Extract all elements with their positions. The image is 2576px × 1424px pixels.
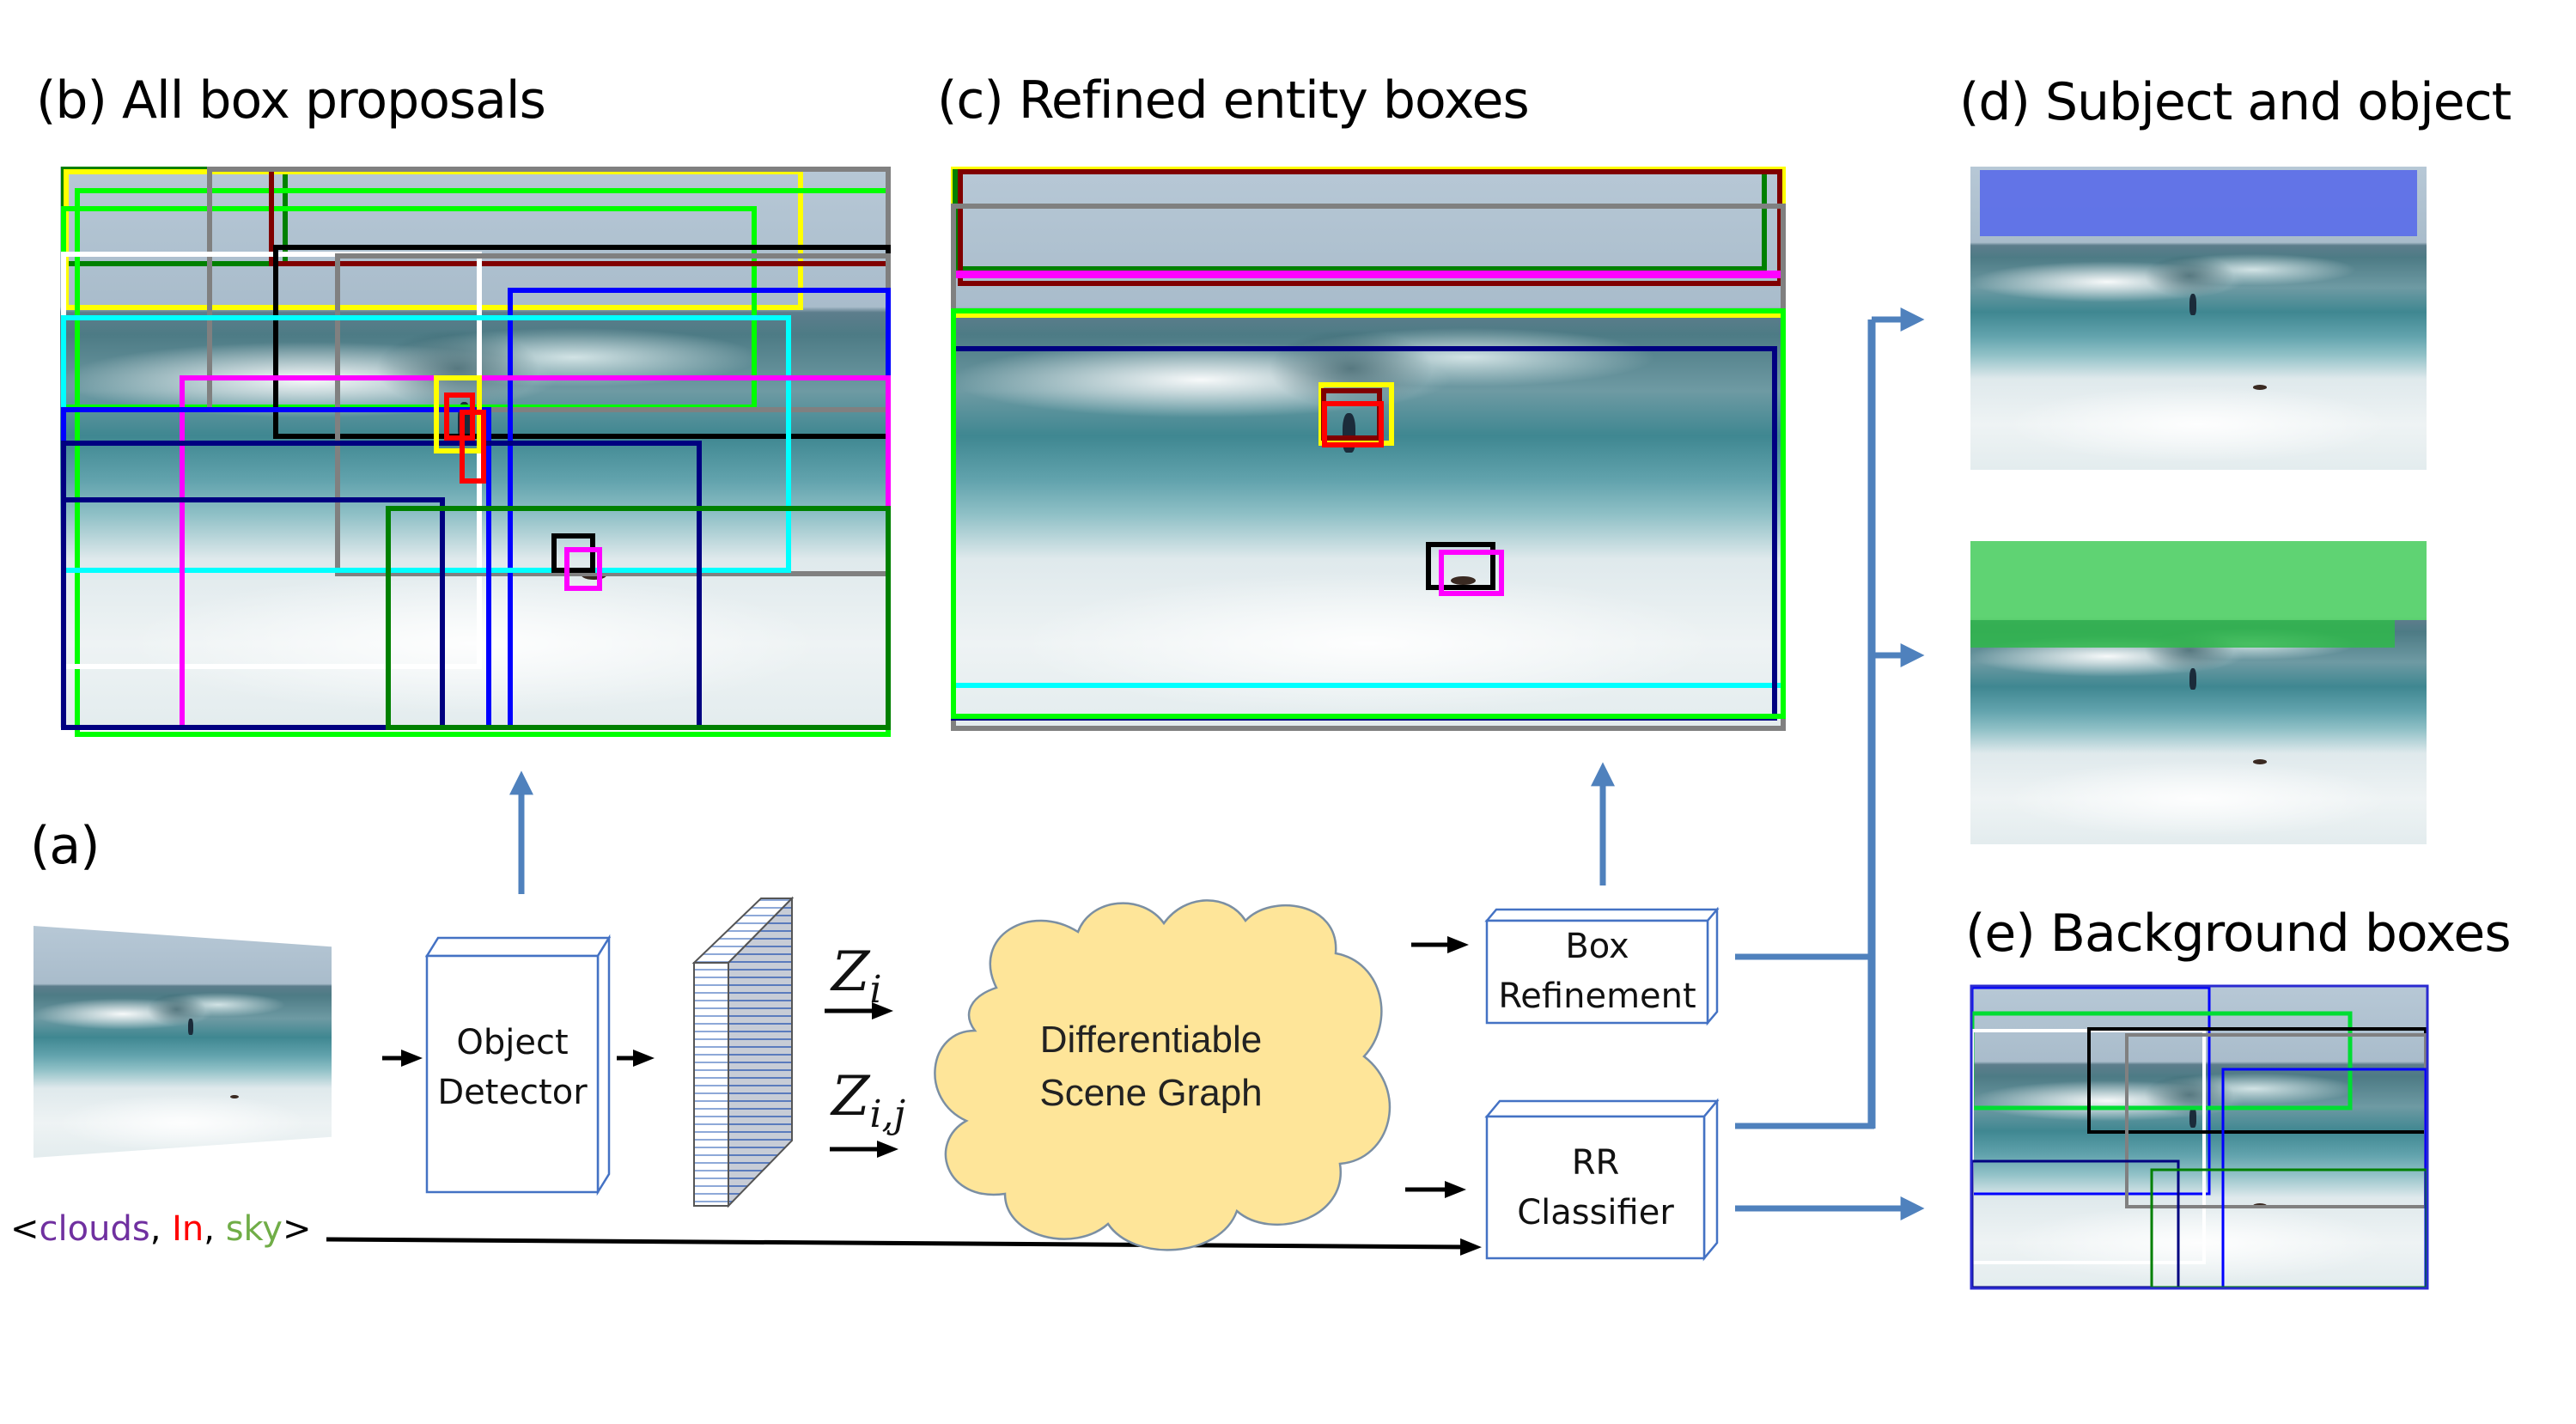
object-detector-label: Object Detector [427, 1018, 598, 1117]
proposal-box [386, 506, 891, 730]
swimmer [2253, 759, 2268, 764]
feature-stack [691, 896, 795, 1208]
background-box [2150, 1168, 2428, 1289]
proposal-box [180, 375, 891, 730]
subject-mask-clouds [1979, 169, 2418, 237]
black-arrows [326, 936, 1482, 1256]
panel-e-background-boxes [1970, 984, 2429, 1290]
scene-graph-label: Differentiable Scene Graph [988, 1013, 1314, 1120]
object-detector-line1: Object [456, 1023, 569, 1062]
panel-d-subject-image [1970, 167, 2427, 470]
scene-graph-line1: Differentiable [1039, 1019, 1263, 1061]
background-box [2221, 1068, 2427, 1289]
background-box [1970, 1159, 2180, 1289]
triple-subject: clouds [39, 1209, 150, 1249]
input-image [33, 926, 332, 1158]
scene-graph-cloud [934, 899, 1392, 1251]
panel-d-object-image [1970, 541, 2427, 844]
swimmer [230, 1095, 240, 1099]
background-box [2087, 1027, 2427, 1134]
refined-box [1439, 550, 1504, 596]
refined-box [951, 308, 1786, 688]
panel-c-title: (c) Refined entity boxes [937, 70, 1530, 131]
object-detector-line2: Detector [437, 1073, 588, 1112]
triple-sep1: , [149, 1209, 173, 1249]
triple-predicate: In [172, 1209, 204, 1249]
z-edge-symbol: Z [831, 1065, 870, 1129]
refined-box [1426, 542, 1495, 590]
z-edge-subscript: i,j [869, 1092, 906, 1136]
rr-classifier-label: RR Classifier [1487, 1138, 1704, 1238]
box-refinement-line1: Box [1565, 927, 1629, 966]
panel-b-title: (b) All box proposals [36, 70, 546, 131]
refined-box [1322, 401, 1384, 447]
triple-sep2: , [204, 1209, 226, 1249]
flow-arrows [509, 307, 1925, 1220]
triple-close: > [282, 1209, 312, 1249]
refined-box [953, 169, 1767, 271]
panel-c-refined-boxes [951, 167, 1786, 731]
refined-box [1321, 388, 1382, 441]
panel-a-label: (a) [30, 816, 100, 876]
triple-open: < [10, 1209, 40, 1249]
surfer [2189, 668, 2197, 690]
object-mask-sky [1970, 541, 2427, 620]
panel-b-proposals [61, 167, 891, 737]
z-node-label: Zi [831, 940, 882, 1012]
object-mask-sky-lower [1970, 619, 2395, 648]
box-refinement-block [1484, 906, 1720, 1026]
panel-d-title: (d) Subject and object [1959, 72, 2512, 132]
proposal-box [61, 441, 702, 730]
z-node-subscript: i [869, 968, 882, 1012]
triple-object: sky [225, 1209, 283, 1249]
scene-graph-line2: Scene Graph [1039, 1072, 1263, 1114]
query-triple: <clouds, In, sky> [10, 1209, 311, 1249]
proposal-box [551, 533, 595, 573]
surfer [188, 1019, 193, 1035]
rr-classifier-line1: RR [1571, 1143, 1620, 1183]
refined-box [958, 169, 1782, 286]
refined-box [951, 271, 1786, 278]
proposal-box [335, 253, 891, 576]
panel-b-image [60, 167, 888, 727]
surfer [2189, 294, 2197, 315]
z-node-symbol: Z [831, 940, 870, 1004]
object-detector-block [424, 934, 612, 1196]
triple-to-classifier-line [326, 1237, 1482, 1256]
rr-classifier-line2: Classifier [1517, 1193, 1674, 1232]
background-box [1970, 984, 2429, 1290]
proposal-box [61, 167, 288, 266]
z-edge-label: Zi,j [831, 1065, 905, 1136]
proposal-box [564, 547, 602, 591]
refined-box [951, 167, 1786, 318]
background-box [2125, 1033, 2427, 1208]
swimmer [2253, 385, 2268, 390]
swimmer [1451, 575, 1477, 586]
proposal-box [61, 497, 445, 730]
box-refinement-label: Box Refinement [1487, 922, 1708, 1021]
box-refinement-line2: Refinement [1498, 977, 1696, 1016]
refined-box [951, 308, 1786, 719]
rr-classifier-block [1484, 1098, 1720, 1262]
panel-e-title: (e) Background boxes [1965, 904, 2512, 964]
surfer [2189, 1106, 2197, 1129]
proposal-box [460, 410, 486, 484]
